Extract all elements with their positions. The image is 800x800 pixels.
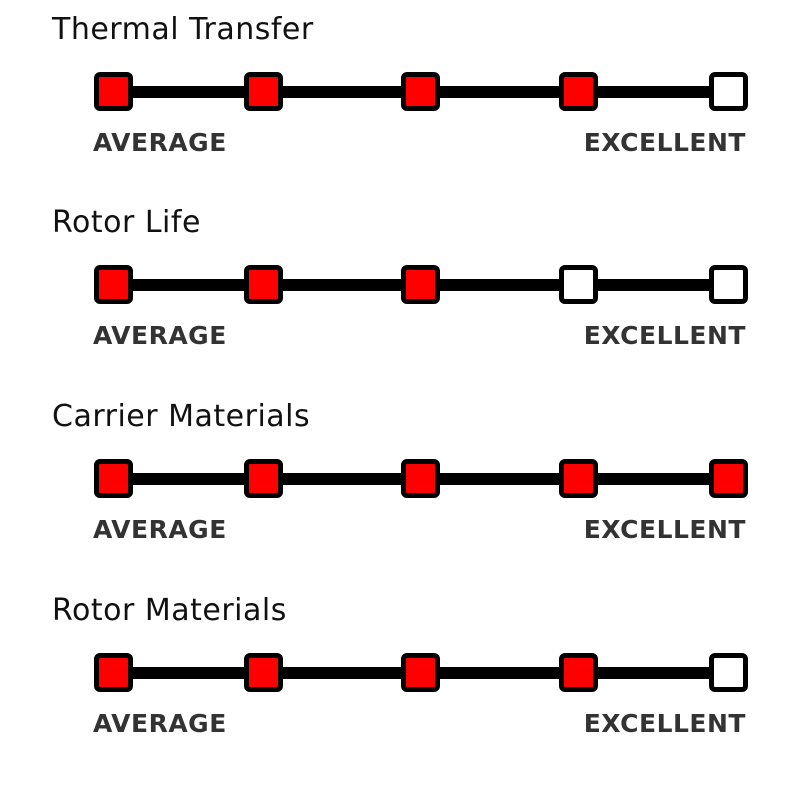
- rating-step-empty: [709, 72, 748, 111]
- scale-low-label: AVERAGE: [93, 128, 227, 157]
- rating-title: Carrier Materials: [52, 399, 311, 434]
- rating-row: Carrier Materials AVERAGE EXCELLENT: [0, 387, 800, 577]
- rating-step-filled: [244, 265, 283, 304]
- rating-step-filled: [94, 265, 133, 304]
- scale-low-label: AVERAGE: [93, 321, 227, 350]
- rating-step-filled: [94, 72, 133, 111]
- rating-step-filled: [94, 459, 133, 498]
- rating-step-filled: [244, 653, 283, 692]
- rating-step-filled: [559, 653, 598, 692]
- rating-step-filled: [401, 653, 440, 692]
- rating-step-filled: [244, 459, 283, 498]
- rating-row: Rotor Materials AVERAGE EXCELLENT: [0, 581, 800, 771]
- rating-step-filled: [709, 459, 748, 498]
- rating-title: Rotor Life: [52, 205, 201, 240]
- scale-low-label: AVERAGE: [93, 515, 227, 544]
- scale-high-label: EXCELLENT: [583, 128, 746, 157]
- rating-step-filled: [401, 265, 440, 304]
- rating-step-empty: [559, 265, 598, 304]
- rating-row: Rotor Life AVERAGE EXCELLENT: [0, 193, 800, 383]
- rating-step-empty: [709, 265, 748, 304]
- rating-step-filled: [401, 72, 440, 111]
- rating-step-filled: [401, 459, 440, 498]
- rating-title: Rotor Materials: [52, 593, 287, 628]
- rating-step-empty: [709, 653, 748, 692]
- scale-high-label: EXCELLENT: [583, 321, 746, 350]
- scale-high-label: EXCELLENT: [583, 709, 746, 738]
- scale-low-label: AVERAGE: [93, 709, 227, 738]
- rating-step-filled: [94, 653, 133, 692]
- rating-step-filled: [244, 72, 283, 111]
- rating-title: Thermal Transfer: [52, 12, 314, 47]
- rating-step-filled: [559, 459, 598, 498]
- rating-row: Thermal Transfer AVERAGE EXCELLENT: [0, 0, 800, 190]
- scale-high-label: EXCELLENT: [583, 515, 746, 544]
- rating-step-filled: [559, 72, 598, 111]
